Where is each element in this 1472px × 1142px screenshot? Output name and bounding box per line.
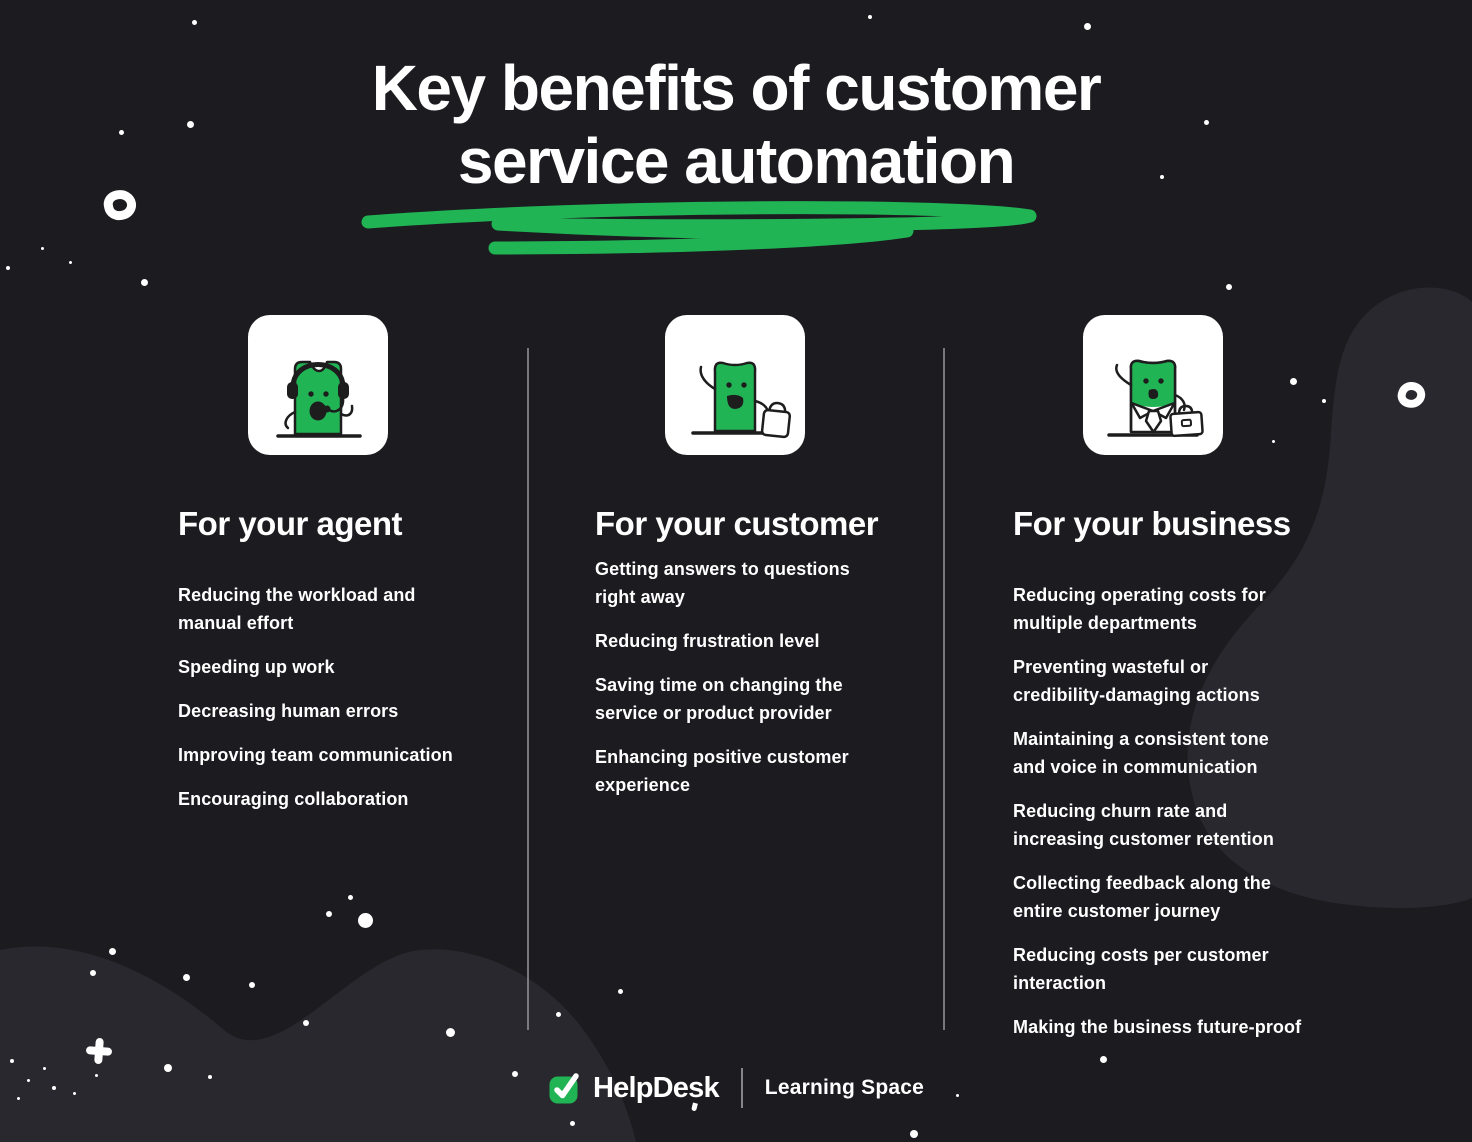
- decor-dot: [6, 266, 10, 270]
- decor-dot: [1099, 1055, 1107, 1063]
- title-line-1: Key benefits of customer: [371, 52, 1102, 124]
- benefit-item: Reducing churn rate and increasing custo…: [1013, 801, 1274, 849]
- benefit-item: Preventing wasteful or credibility-damag…: [1013, 657, 1260, 705]
- decor-dot: [955, 1093, 959, 1097]
- benefit-list: Reducing operating costs for multiple de…: [1013, 581, 1335, 1041]
- decor-dot: [910, 1130, 918, 1138]
- column-heading: For your agent: [178, 505, 403, 542]
- column-business: For your business Reducing operating cos…: [1013, 315, 1335, 1057]
- brand-s-mark: [690, 1102, 698, 1111]
- footer-tagline: Learning Space: [764, 1076, 924, 1099]
- column-agent: For your agent Reducing the workload and…: [178, 315, 478, 829]
- benefit-item: Reducing operating costs for multiple de…: [1013, 585, 1266, 633]
- decor-dot: [191, 19, 197, 25]
- decor-dot: [569, 1120, 575, 1126]
- decor-dot: [72, 1091, 76, 1095]
- ring-doodle-icon: [1394, 378, 1429, 412]
- column-divider: [527, 348, 529, 1030]
- decor-dot: [1160, 175, 1164, 179]
- footer: HelpDesk Learning Space: [0, 1068, 1472, 1111]
- benefit-item: Saving time on changing the service or p…: [595, 675, 843, 723]
- decor-dot: [1226, 284, 1232, 290]
- decor-dot: [445, 1027, 455, 1037]
- decor-dot: [555, 1011, 561, 1017]
- benefit-item: Reducing costs per customer interaction: [1013, 945, 1269, 993]
- decor-dot: [42, 1066, 46, 1070]
- decor-dot: [1289, 377, 1297, 385]
- benefit-item: Speeding up work: [178, 657, 335, 677]
- plus-doodle-icon: [85, 1037, 113, 1065]
- decor-dot: [347, 894, 353, 900]
- decor-dot: [1271, 439, 1275, 443]
- column-customer: For your customer Getting answers to que…: [595, 315, 895, 815]
- decor-dot: [208, 1075, 212, 1079]
- decor-dot: [94, 1073, 98, 1077]
- benefit-item: Improving team communication: [178, 745, 453, 765]
- decor-dot: [1083, 22, 1091, 30]
- decor-dot: [140, 278, 148, 286]
- business-illustration-card: [1083, 315, 1223, 455]
- benefit-item: Enhancing positive customer experience: [595, 747, 849, 795]
- benefit-item: Encouraging collaboration: [178, 789, 409, 809]
- customer-illustration-card: [665, 315, 805, 455]
- brand-wordmark: HelpDesk: [593, 1071, 720, 1111]
- title-line-2: service automation: [457, 125, 1016, 197]
- decor-dot: [182, 973, 190, 981]
- decor-dot: [16, 1096, 20, 1100]
- column-heading: For your business: [1013, 505, 1291, 542]
- benefit-item: Getting answers to questions right away: [595, 559, 850, 607]
- decor-dot: [40, 246, 44, 250]
- decor-dot: [326, 911, 332, 917]
- decor-dot: [10, 1059, 14, 1063]
- business-ticket-briefcase-icon: [1107, 359, 1204, 438]
- agent-illustration-card: [248, 315, 388, 455]
- helpdesk-logo-icon: [549, 1073, 579, 1104]
- decor-dot: [249, 982, 255, 988]
- benefit-item: Reducing frustration level: [595, 631, 820, 651]
- decor-dot: [164, 1064, 172, 1072]
- decor-dot: [1203, 119, 1209, 125]
- decor-dot: [868, 15, 872, 19]
- page-title: Key benefits of customer service automat…: [0, 52, 1472, 198]
- decor-dot: [1322, 399, 1326, 403]
- brand-name: HelpDesk: [593, 1071, 720, 1104]
- decor-dot: [303, 1020, 309, 1026]
- green-scribble-underline-icon: [361, 201, 1037, 255]
- decor-dot: [52, 1086, 56, 1090]
- decor-dot: [617, 988, 623, 994]
- agent-ticket-headset-icon: [276, 360, 362, 438]
- decor-dot: [108, 947, 116, 955]
- benefit-item: Maintaining a consistent tone and voice …: [1013, 729, 1269, 777]
- benefit-item: Decreasing human errors: [178, 701, 399, 721]
- benefit-item: Making the business future-proof: [1013, 1017, 1302, 1037]
- decor-dot: [26, 1078, 30, 1082]
- column-heading: For your customer: [595, 505, 879, 542]
- decor-dot: [186, 120, 194, 128]
- benefit-item: Collecting feedback along the entire cus…: [1013, 873, 1271, 921]
- decor-dot: [68, 260, 72, 264]
- decor-dot: [90, 970, 96, 976]
- column-divider: [943, 348, 945, 1030]
- decor-dot: [512, 1071, 518, 1077]
- decor-dot: [118, 129, 124, 135]
- footer-divider: [740, 1068, 743, 1108]
- benefit-item: Reducing the workload and manual effort: [178, 585, 416, 633]
- decor-dot: [357, 912, 373, 928]
- customer-ticket-shopping-bag-icon: [691, 361, 792, 439]
